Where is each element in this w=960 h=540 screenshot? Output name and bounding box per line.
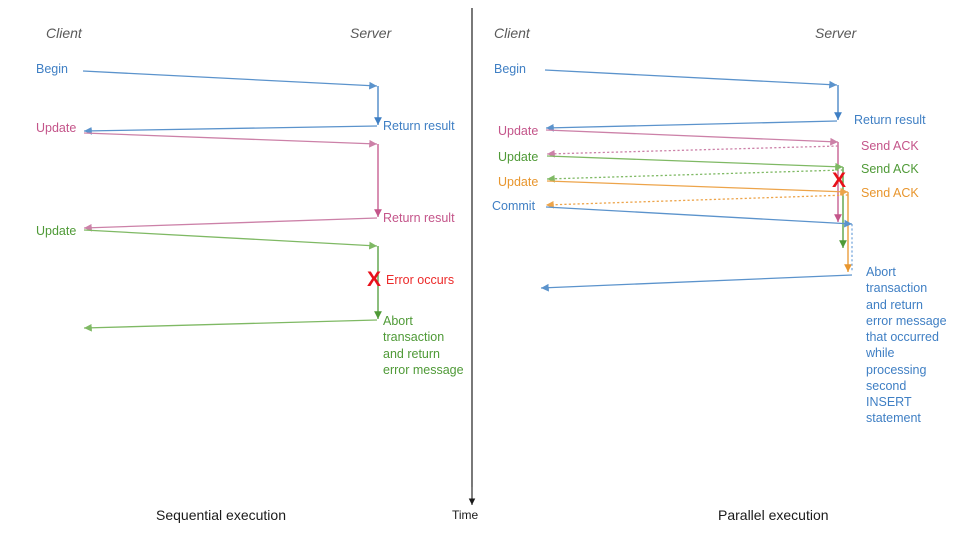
sequential-update1-request (83, 132, 378, 148)
parallel-client-message-1: Update (498, 124, 539, 138)
sequential-client-message-0: Begin (36, 62, 68, 76)
sequential-client-message-1: Update (36, 121, 77, 135)
parallel-server-message-4-line: and return (866, 297, 923, 312)
parallel-commit-request (545, 206, 853, 228)
sequential-actor-client-label: Client (46, 25, 82, 41)
parallel-server-message-0: Return result (854, 113, 926, 127)
parallel-server-message-4-line: INSERT (866, 395, 912, 409)
parallel-client-message-2: Update (498, 150, 539, 164)
parallel-server-message-3: Send ACK (861, 186, 919, 200)
parallel-update2-ack (546, 169, 844, 183)
parallel-actor-server-label: Server (815, 25, 857, 41)
sequential-server-message-3-line: Abort (383, 314, 413, 328)
parallel-caption: Parallel execution (718, 507, 829, 523)
sequential-begin-request (82, 70, 378, 90)
parallel-server-message-4-line: Abort (866, 265, 896, 279)
parallel-server-message-4-line: processing (866, 362, 927, 377)
sequential-actor-server-label: Server (350, 25, 392, 41)
parallel-client-message-3: Update (498, 175, 539, 189)
sequential-caption: Sequential execution (156, 507, 286, 523)
parallel-client-message-0: Begin (494, 62, 526, 76)
parallel-server-message-4-line: second (866, 378, 907, 393)
sequential-server-message-3-line: error message (383, 362, 464, 377)
parallel-update2-request (546, 155, 844, 171)
parallel-actor-client-label: Client (494, 25, 530, 41)
parallel-begin-request (544, 69, 838, 89)
parallel-begin-return (545, 120, 838, 132)
parallel-abort-return (540, 274, 853, 292)
sequential-server-message-2: Error occurs (386, 273, 455, 287)
sequential-client-message-2: Update (36, 224, 77, 238)
sequential-server-message-3-line: and return (383, 346, 440, 361)
parallel-server-message-4-line: statement (866, 411, 921, 426)
parallel-error-x-icon: X (832, 169, 847, 192)
sequential-error-x-icon: X (367, 268, 382, 291)
parallel-update1-request (545, 129, 839, 146)
sequential-update1-return (83, 217, 378, 232)
parallel-server-message-4-line: that occurred (866, 330, 939, 344)
sequential-server-message-3-line: transaction (383, 330, 445, 345)
sequential-abort-return (83, 319, 378, 332)
parallel-server-message-4-line: transaction (866, 281, 928, 296)
parallel-server-message-1: Send ACK (861, 139, 919, 153)
parallel-server-message-2: Send ACK (861, 162, 919, 176)
sequential-server-message-1: Return result (383, 211, 455, 225)
parallel-update3-request (546, 180, 849, 196)
sequential-begin-return (83, 125, 378, 135)
sequential-update2-request (83, 229, 378, 250)
parallel-client-message-4: Commit (492, 199, 536, 213)
parallel-server-message-4-line: error message (866, 313, 947, 328)
time-axis-label: Time (452, 508, 479, 522)
parallel-update3-ack (545, 194, 849, 209)
parallel-update1-ack (546, 145, 839, 158)
parallel-server-message-4-line: while (866, 346, 895, 361)
sequential-server-message-0: Return result (383, 119, 455, 133)
